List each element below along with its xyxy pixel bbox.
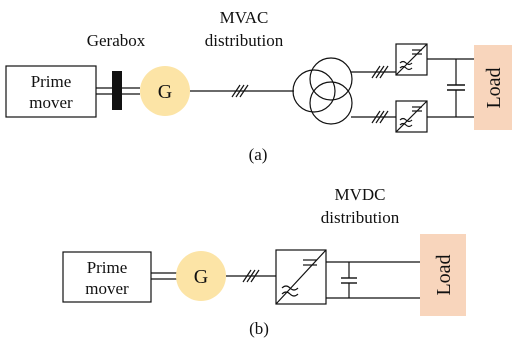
load-label: Load — [433, 254, 455, 295]
load-box — [474, 45, 512, 130]
dc-bus — [326, 261, 420, 299]
generator-circle — [176, 251, 226, 301]
three-phase-marker — [231, 84, 249, 98]
transformer — [292, 57, 353, 125]
distribution-label-line2: distribution — [321, 208, 400, 227]
prime-mover-label-line2: mover — [85, 279, 129, 298]
rectifier-upper — [395, 43, 428, 76]
generator-circle — [140, 66, 190, 116]
shaft — [151, 272, 178, 280]
prime-mover-box — [62, 251, 152, 303]
dc-bus — [427, 58, 474, 118]
rectifier — [275, 249, 327, 305]
diagram-a: MVAC distribution Gerabox Prime mover G — [5, 8, 512, 164]
gearbox-block — [112, 71, 122, 110]
capacitor-icon — [341, 277, 357, 284]
prime-mover-label-line2: mover — [29, 93, 73, 112]
load-label: Load — [483, 67, 505, 108]
generator-label: G — [194, 266, 208, 288]
three-phase-marker — [242, 269, 260, 283]
load-box — [420, 234, 466, 316]
rectifier-lower — [395, 100, 428, 133]
three-phase-marker — [371, 110, 389, 124]
generator-label: G — [158, 81, 172, 103]
three-phase-marker — [371, 65, 389, 79]
caption-a: (a) — [249, 145, 268, 164]
prime-mover-box — [5, 65, 97, 118]
caption-b: (b) — [249, 319, 269, 338]
gearbox-label: Gerabox — [87, 31, 146, 50]
prime-mover-label-line1: Prime — [87, 258, 128, 277]
prime-mover-label-line1: Prime — [31, 72, 72, 91]
distribution-label-line2: distribution — [205, 31, 284, 50]
distribution-label-line1: MVDC — [334, 185, 385, 204]
diagram-b: MVDC distribution Prime mover G — [62, 185, 466, 338]
distribution-label-line1: MVAC — [220, 8, 269, 27]
capacitor-icon — [447, 84, 465, 91]
